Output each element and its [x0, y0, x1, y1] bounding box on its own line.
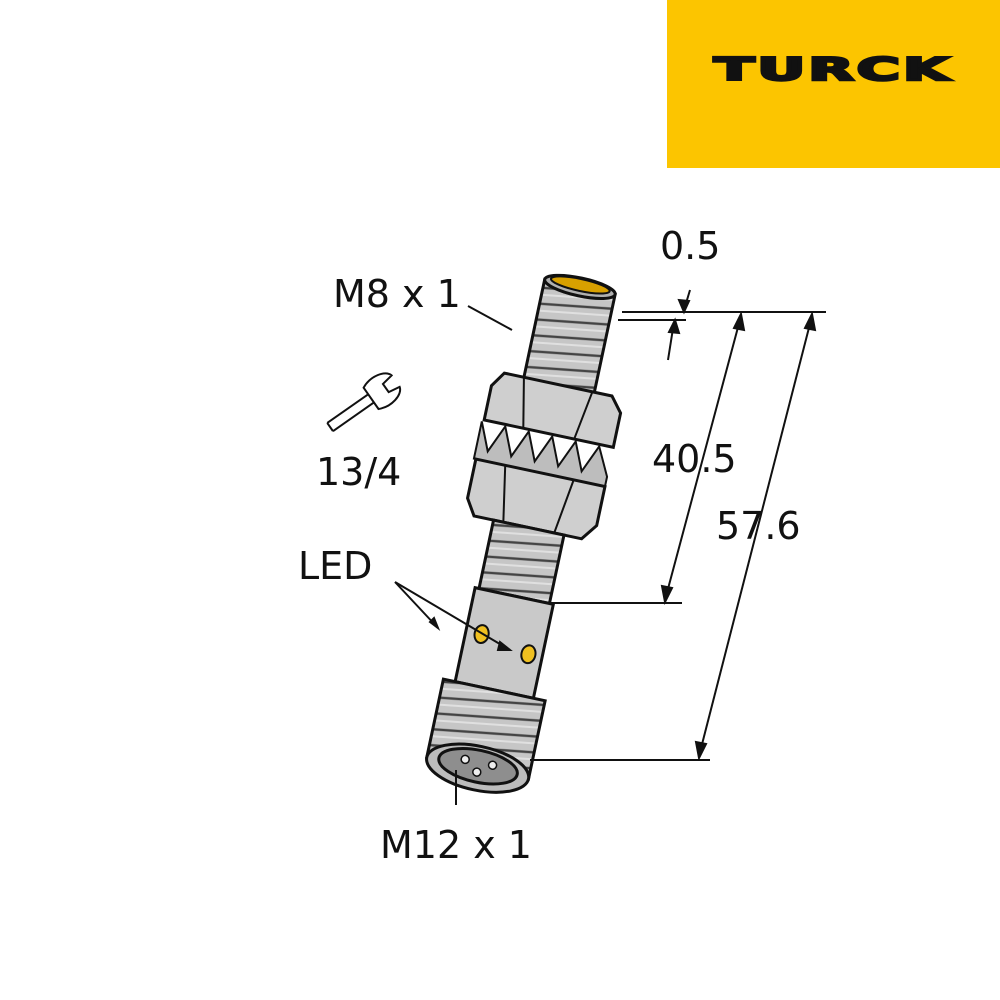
led-right: [520, 644, 537, 665]
leader-lines: [394, 305, 513, 805]
housing: [453, 585, 556, 701]
label-wrench-size: 13/4: [316, 450, 402, 494]
thread-m8: [520, 273, 617, 404]
thread-m12: [424, 677, 547, 794]
dim-face-offset: 0.5: [660, 224, 721, 268]
turck-logo: TURCK: [712, 50, 952, 90]
sensor-body: [424, 273, 623, 794]
leader-led-2: [394, 581, 511, 651]
turck-logo-panel: TURCK: [667, 0, 1000, 168]
dimension-lines: [530, 289, 826, 762]
label-thread-m12: M12 x 1: [380, 823, 532, 867]
label-thread-m8: M8 x 1: [333, 272, 461, 316]
nut-upper: [482, 371, 623, 450]
label-led: LED: [298, 544, 373, 588]
nut-lower: [465, 457, 607, 541]
lock-washer: [472, 421, 609, 488]
leader-m8: [467, 305, 513, 331]
svg-text:TURCK: TURCK: [714, 51, 952, 87]
wrench-icon: [326, 372, 402, 432]
dim-housing-length: 40.5: [652, 437, 737, 481]
dim-total-length: 57.6: [716, 504, 801, 548]
